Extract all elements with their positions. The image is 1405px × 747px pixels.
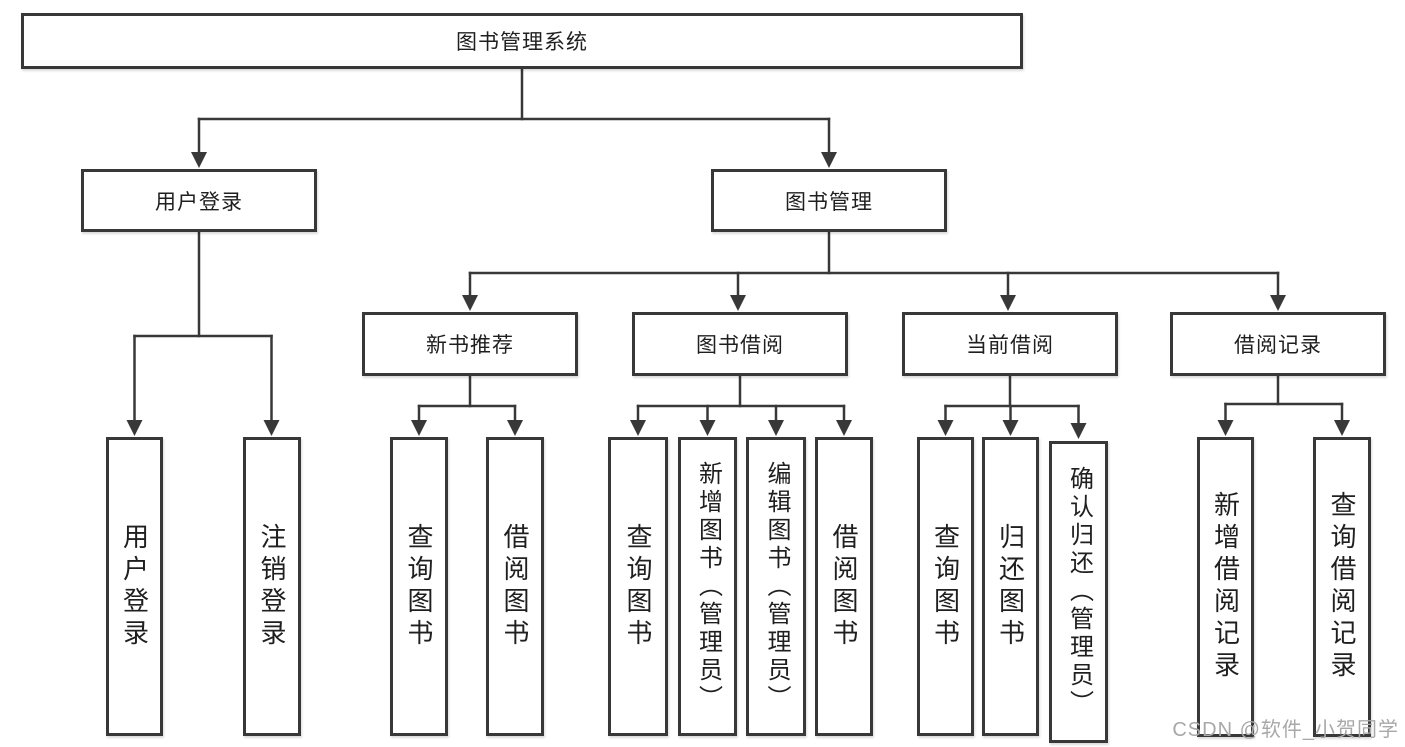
- leaf-add-borrow-record-label: 新增借阅记录: [1210, 491, 1241, 683]
- leaf-confirm-return-admin: 确认归还（管理员）: [1049, 441, 1108, 743]
- node-current-borrowing: 当前借阅: [902, 312, 1118, 376]
- connector-new-book-recommendation: [411, 374, 523, 436]
- node-new-book-recommendation: 新书推荐: [362, 312, 578, 376]
- connector-current-borrowing: [937, 374, 1087, 439]
- connector-book-management: [462, 230, 1286, 311]
- leaf-logout-login: 注销登录: [243, 437, 301, 736]
- leaf-return-book-label: 归还图书: [995, 522, 1026, 651]
- node-book-borrowing: 图书借阅: [632, 312, 848, 376]
- leaf-borrow-books: 借阅图书: [815, 437, 873, 736]
- leaf-query-books-borrow-label: 查询图书: [623, 522, 653, 651]
- node-library-system: 图书管理系统: [21, 13, 1023, 69]
- watermark: CSDN @软件_小贺同学: [1172, 719, 1399, 741]
- leaf-borrow-books-recommend: 借阅图书: [486, 437, 544, 736]
- connector-borrowing-records: [1217, 374, 1350, 436]
- node-borrowing-records: 借阅记录: [1170, 312, 1386, 376]
- leaf-query-borrow-record: 查询借阅记录: [1313, 437, 1371, 737]
- node-user-login: 用户登录: [81, 169, 317, 232]
- leaf-borrow-books-recommend-label: 借阅图书: [500, 522, 530, 651]
- node-book-management: 图书管理: [711, 169, 947, 232]
- connector-book-borrowing: [630, 374, 852, 436]
- leaf-user-login-label: 用户登录: [119, 522, 150, 651]
- leaf-query-books-recommend: 查询图书: [390, 437, 448, 736]
- leaf-edit-book-admin-label: 编辑图书（管理员）: [763, 460, 790, 713]
- connector-root: [191, 67, 837, 168]
- leaf-query-books-current: 查询图书: [917, 437, 974, 736]
- leaf-query-borrow-record-label: 查询借阅记录: [1327, 491, 1357, 683]
- leaf-return-book: 归还图书: [982, 437, 1039, 736]
- leaf-add-book-admin-label: 新增图书（管理员）: [694, 460, 722, 713]
- leaf-query-books-recommend-label: 查询图书: [404, 522, 434, 651]
- leaf-confirm-return-admin-label: 确认归还（管理员）: [1065, 466, 1093, 718]
- leaf-logout-login-label: 注销登录: [257, 522, 287, 651]
- leaf-add-borrow-record: 新增借阅记录: [1197, 437, 1254, 737]
- leaf-query-books-current-label: 查询图书: [930, 522, 961, 651]
- leaf-edit-book-admin: 编辑图书（管理员）: [746, 437, 806, 736]
- leaf-user-login: 用户登录: [106, 437, 163, 736]
- connector-user-login: [126, 230, 280, 436]
- leaf-add-book-admin: 新增图书（管理员）: [678, 437, 737, 736]
- leaf-query-books-borrow: 查询图书: [608, 437, 668, 736]
- leaf-borrow-books-label: 借阅图书: [829, 522, 859, 651]
